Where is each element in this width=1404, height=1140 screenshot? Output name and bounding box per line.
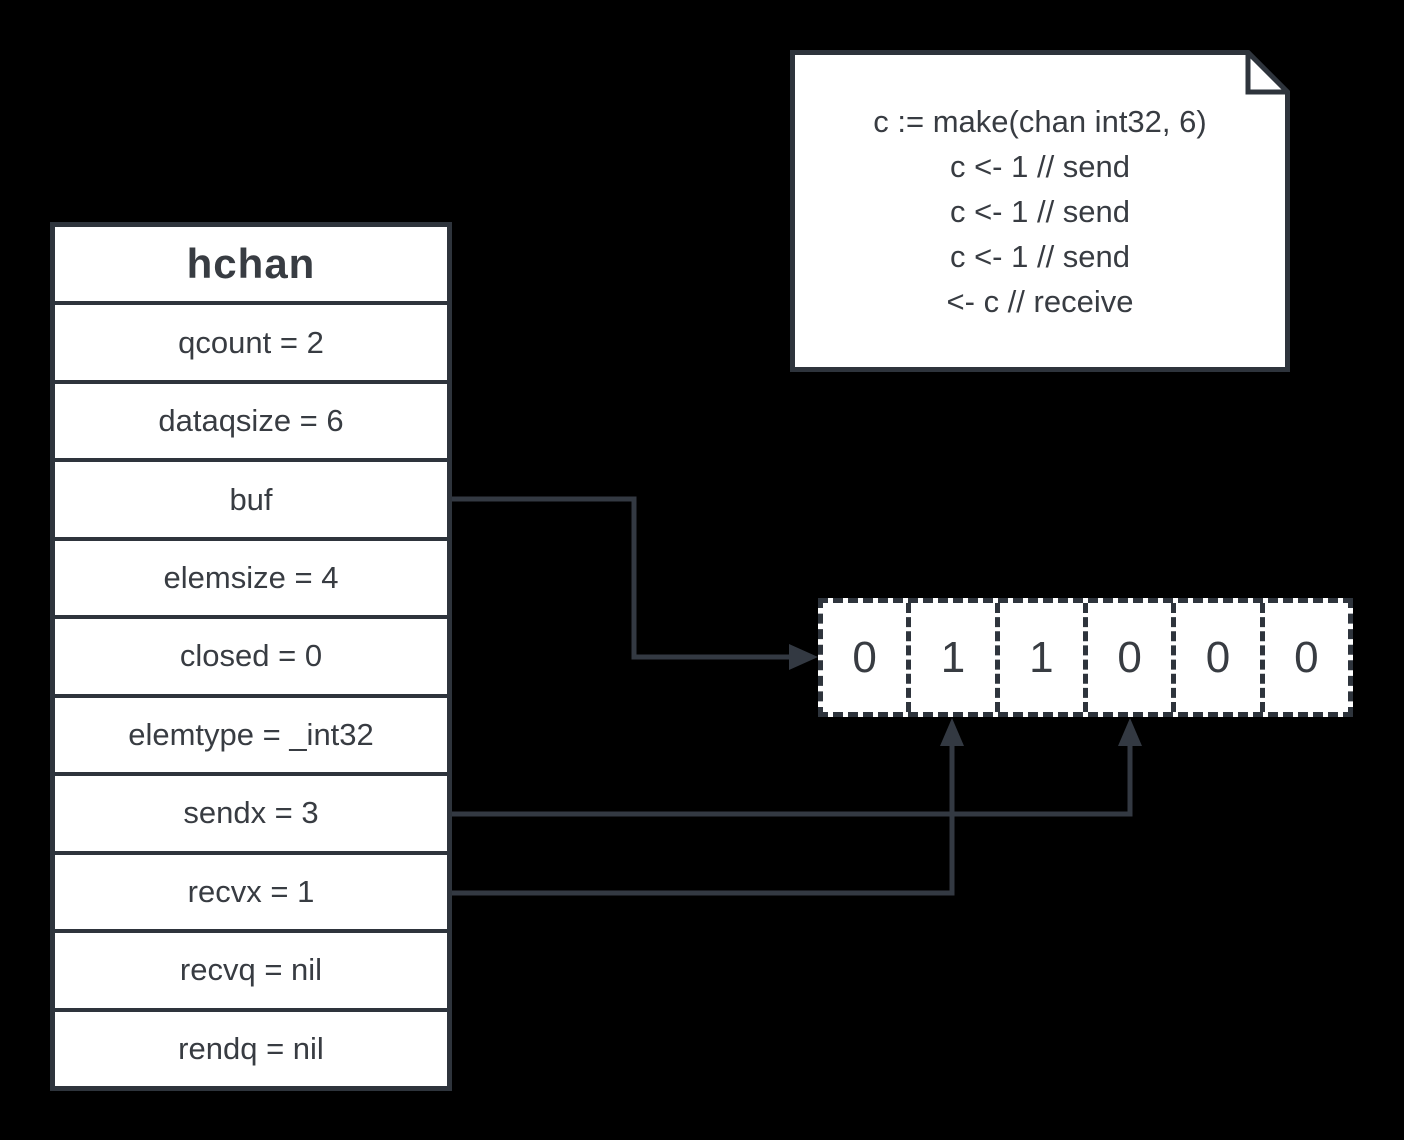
buffer-array: 0 1 1 0 0 0 [818,598,1353,717]
field-recvx: recvx = 1 [55,850,447,929]
buffer-cell-5: 0 [1259,603,1348,712]
field-sendx: sendx = 3 [55,772,447,850]
buf-connector-line [452,496,792,660]
field-elemtype: elemtype = _int32 [55,693,447,772]
buffer-cell-1: 1 [906,603,994,712]
field-rendq: rendq = nil [55,1007,447,1086]
field-buf: buf [55,458,447,536]
hchan-table-title: hchan [186,240,316,288]
field-dataqsize: dataqsize = 6 [55,379,447,458]
recvx-connector-line [452,742,955,896]
field-closed: closed = 0 [55,615,447,693]
code-line-receive: <- c // receive [946,283,1134,319]
field-qcount: qcount = 2 [55,301,447,379]
sendx-connector-line [452,742,1133,817]
field-recvq: recvq = nil [55,929,447,1007]
recvx-arrowhead-icon [940,718,964,746]
code-snippet: c := make(chan int32, 6) c <- 1 // send … [790,50,1290,372]
buffer-cell-2: 1 [994,603,1083,712]
sendx-arrowhead-icon [1118,718,1142,746]
code-line-send-3: c <- 1 // send [949,238,1131,274]
code-line-send-2: c <- 1 // send [949,193,1131,229]
code-line-make: c := make(chan int32, 6) [873,103,1207,139]
code-line-send-1: c <- 1 // send [949,148,1131,184]
hchan-struct-table: hchan qcount = 2 dataqsize = 6 buf elems… [50,222,452,1091]
folded-corner-icon [1245,50,1290,95]
code-note: c := make(chan int32, 6) c <- 1 // send … [790,50,1290,372]
note-outline [790,50,1290,372]
buffer-cell-3: 0 [1082,603,1171,712]
buffer-cell-4: 0 [1171,603,1259,712]
buffer-cell-0: 0 [852,632,877,682]
field-elemsize: elemsize = 4 [55,536,447,615]
buf-arrowhead-icon [789,644,818,670]
